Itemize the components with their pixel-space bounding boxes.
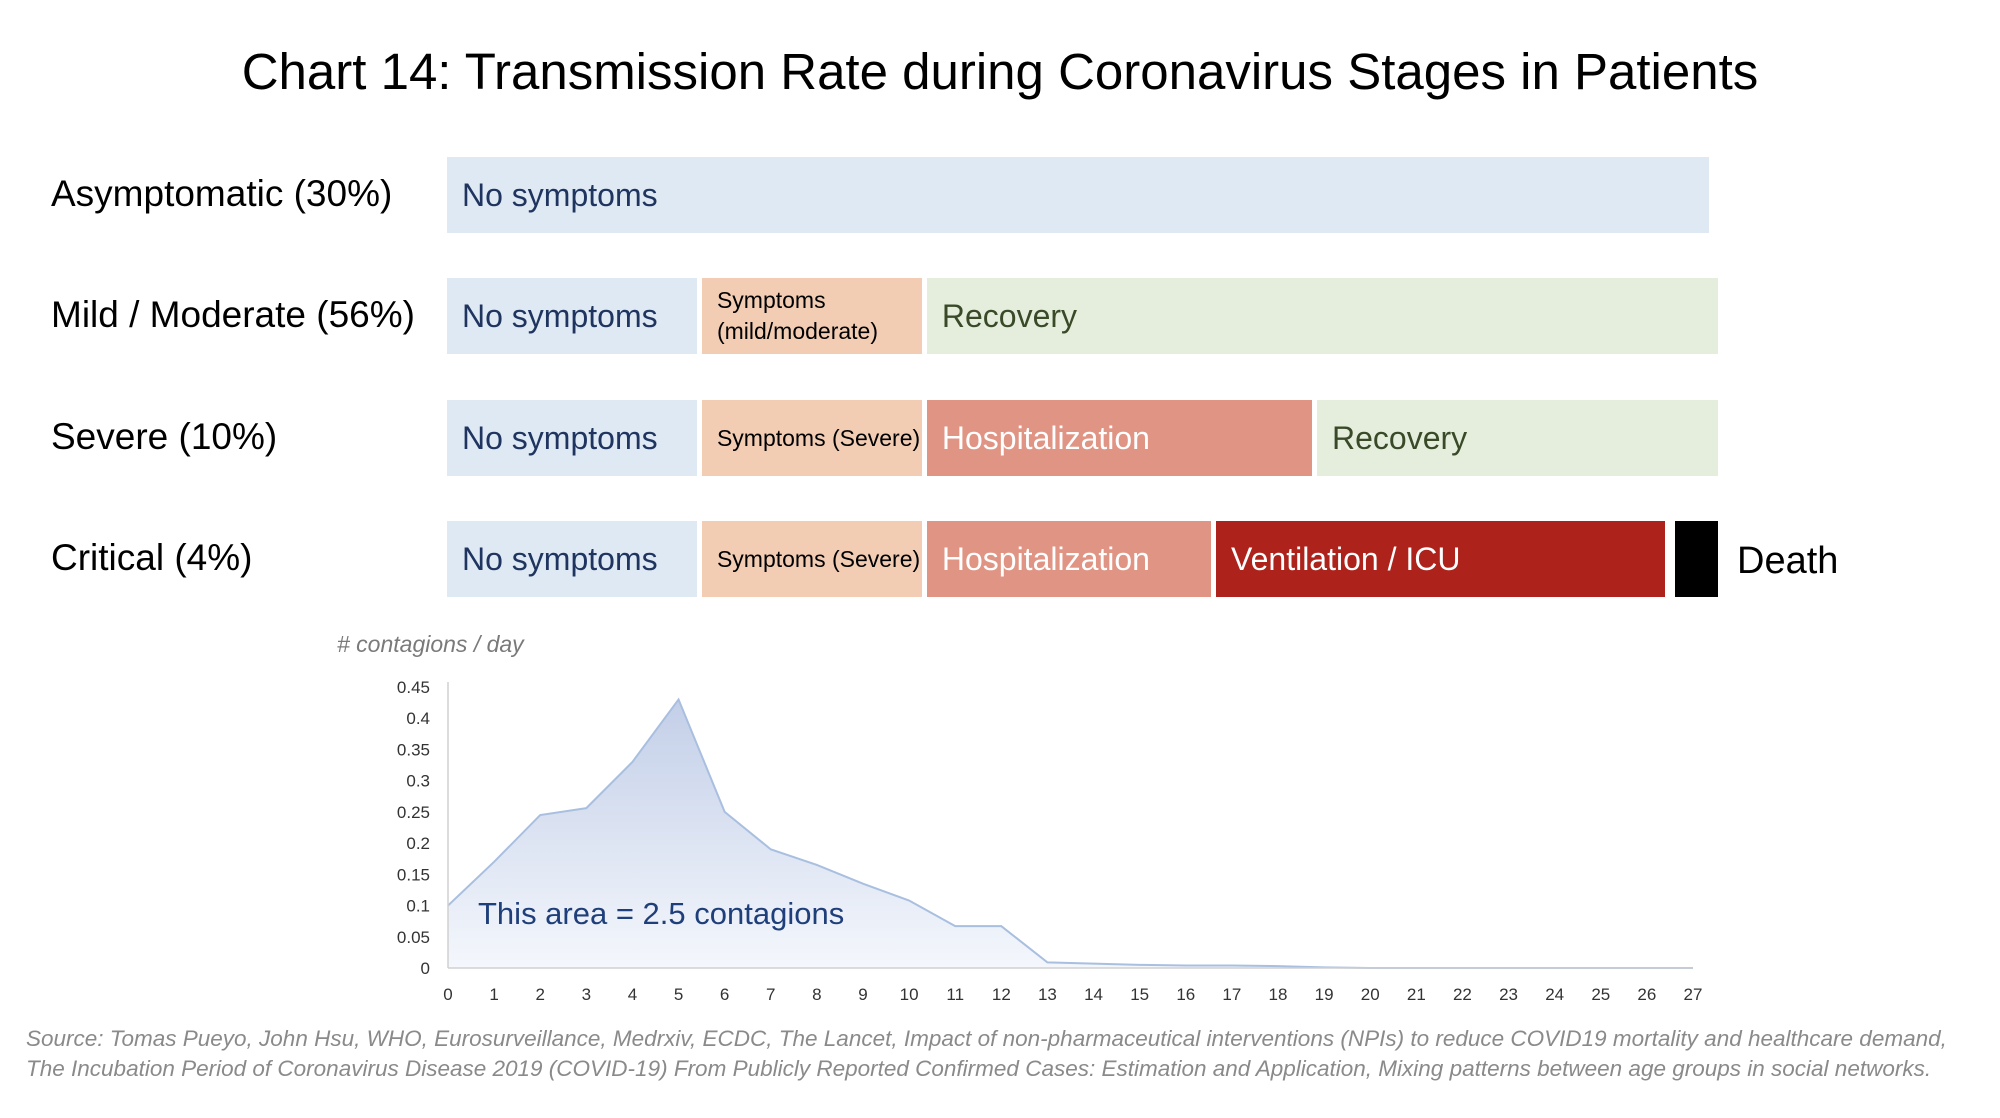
x-tick-label: 25 [1591,985,1610,1004]
y-tick-label: 0.25 [397,803,430,822]
x-tick-label: 0 [443,985,452,1004]
death-label: Death [1737,540,1839,582]
chart-title: Chart 14: Transmission Rate during Coron… [241,43,1759,100]
stage-segment: Symptoms (Severe) [701,521,922,597]
row-label: Severe (10%) [51,416,278,457]
y-tick-label: 0.1 [406,897,430,916]
stage-segment: Hospitalization [926,400,1312,476]
x-tick-label: 10 [900,985,919,1004]
x-tick-label: 16 [1176,985,1195,1004]
stage-segment: No symptoms [447,157,1710,233]
x-tick-label: 6 [720,985,729,1004]
source-note: Source: Tomas Pueyo, John Hsu, WHO, Euro… [26,1026,1947,1081]
x-tick-label: 18 [1269,985,1288,1004]
x-tick-label: 26 [1637,985,1656,1004]
stage-segment: No symptoms [447,400,697,476]
x-tick-label: 14 [1084,985,1103,1004]
row-label: Mild / Moderate (56%) [51,294,415,335]
x-tick-label: 4 [628,985,637,1004]
x-tick-label: 19 [1315,985,1334,1004]
y-axis-label: # contagions / day [337,631,525,657]
x-tick-label: 3 [582,985,591,1004]
x-tick-label: 9 [858,985,867,1004]
y-tick-label: 0.3 [406,772,430,791]
x-tick-label: 13 [1038,985,1057,1004]
stage-segment: No symptoms [447,521,697,597]
y-tick-label: 0.45 [397,678,430,697]
y-tick-label: 0.15 [397,865,430,884]
x-tick-label: 15 [1130,985,1149,1004]
area-annotation: This area = 2.5 contagions [478,896,844,931]
stage-segment: Symptoms (mild/moderate) [701,278,922,354]
stage-segment: No symptoms [447,278,697,354]
row-label: Critical (4%) [51,537,253,578]
y-tick-label: 0.2 [406,834,430,853]
x-tick-label: 5 [674,985,683,1004]
x-tick-label: 1 [489,985,498,1004]
stage-segment [1675,521,1719,597]
stage-segment: Recovery [926,278,1719,354]
x-tick-label: 2 [535,985,544,1004]
x-tick-label: 17 [1222,985,1241,1004]
y-tick-label: 0 [421,959,430,978]
x-tick-label: 23 [1499,985,1518,1004]
x-tick-label: 21 [1407,985,1426,1004]
area-fill [448,699,1693,968]
y-tick-label: 0.35 [397,740,430,759]
x-tick-label: 7 [766,985,775,1004]
y-tick-label: 0.05 [397,928,430,947]
x-tick-label: 24 [1545,985,1564,1004]
stage-segment: Hospitalization [926,521,1212,597]
stage-segment: Ventilation / ICU [1216,521,1666,597]
x-tick-label: 20 [1361,985,1380,1004]
x-tick-label: 8 [812,985,821,1004]
x-tick-label: 27 [1684,985,1703,1004]
y-tick-label: 0.4 [406,709,430,728]
row-label: Asymptomatic (30%) [51,173,393,214]
stage-segment: Symptoms (Severe) [701,400,922,476]
stage-segment: Recovery [1317,400,1719,476]
x-tick-label: 12 [992,985,1011,1004]
x-tick-label: 11 [946,985,964,1004]
x-tick-label: 22 [1453,985,1472,1004]
